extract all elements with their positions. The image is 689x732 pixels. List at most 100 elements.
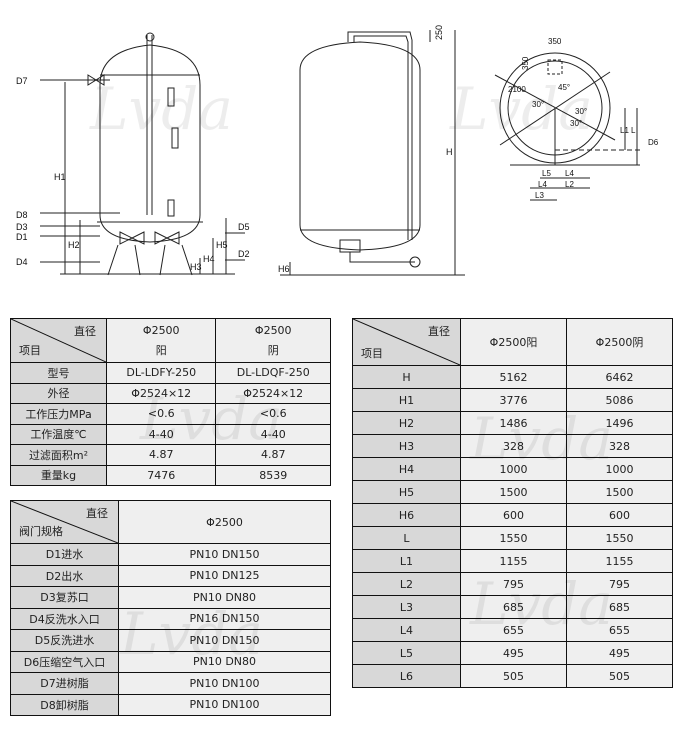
cell-value: PN10 DN150: [118, 629, 331, 652]
cell-value: PN10 DN150: [118, 543, 331, 566]
cell-value: PN10 DN80: [118, 586, 331, 609]
cell-value: 795: [566, 572, 673, 596]
row-label: D7进树脂: [10, 672, 119, 695]
row-label: D4反洗水入口: [10, 607, 119, 630]
cell-value: PN10 DN100: [118, 693, 331, 716]
cell-value: Φ2524×12: [105, 382, 217, 404]
cell-value: 1000: [566, 457, 673, 481]
row-label: 型号: [10, 362, 107, 384]
label-l: L: [631, 126, 636, 135]
cell-value: 655: [566, 618, 673, 642]
row-label: D8卸树脂: [10, 693, 119, 716]
row-label: H1: [352, 388, 461, 412]
cell-value: <0.6: [105, 403, 217, 425]
row-label: H4: [352, 457, 461, 481]
label-350-top: 350: [548, 37, 562, 46]
label-h: H: [446, 147, 453, 157]
cell-value: 1155: [566, 549, 673, 573]
valves-corner-header: 直径 阀门规格: [10, 500, 119, 544]
row-label: D6压缩空气入口: [10, 650, 119, 673]
cell-value: 685: [460, 595, 567, 619]
label-d8: D8: [16, 210, 28, 220]
corner-top-label: 直径: [74, 325, 96, 338]
row-label: D1进水: [10, 543, 119, 566]
cell-value: 505: [460, 664, 567, 688]
label-h1: H1: [54, 172, 66, 182]
label-l2: L2: [565, 180, 574, 189]
row-label: 重量kg: [10, 464, 107, 486]
cell-value: 495: [566, 641, 673, 665]
cell-value: 1496: [566, 411, 673, 435]
cell-value: Φ2524×12: [215, 382, 331, 404]
row-label: H3: [352, 434, 461, 458]
cell-value: 495: [460, 641, 567, 665]
top-view-drawing: 350 350 2100 45° 30° 30° 30° L1 L D6 L5 …: [494, 37, 659, 201]
corner-bottom-label: 项目: [361, 347, 383, 360]
label-h3: H3: [190, 262, 202, 272]
row-label: H5: [352, 480, 461, 504]
cell-value: 5086: [566, 388, 673, 412]
row-label: L1: [352, 549, 461, 573]
row-label: D2出水: [10, 564, 119, 587]
cell-value: 655: [460, 618, 567, 642]
cell-value: 1550: [566, 526, 673, 550]
cell-value: 1550: [460, 526, 567, 550]
column-header: Φ2500阳: [460, 318, 567, 366]
dims-corner-header: 直径 项目: [352, 318, 461, 366]
row-label: H: [352, 365, 461, 389]
cell-value: 8539: [215, 464, 331, 486]
label-l4-a: L4: [565, 169, 574, 178]
label-l5: L5: [542, 169, 551, 178]
cell-value: PN10 DN100: [118, 672, 331, 695]
label-l4-b: L4: [538, 180, 547, 189]
front-view-drawing: D7 D8 D3 D1 D4 D5 D2 H1 H2 H3 H4 H5: [16, 32, 250, 276]
cell-value: PN10 DN80: [118, 650, 331, 673]
row-label: H6: [352, 503, 461, 527]
row-label: 工作压力MPa: [10, 403, 107, 425]
label-h4: H4: [203, 254, 215, 264]
cell-value: 1500: [460, 480, 567, 504]
corner-top-label: 直径: [428, 325, 450, 338]
label-350-side: 350: [521, 56, 530, 70]
row-label: L3: [352, 595, 461, 619]
cell-value: 7476: [105, 464, 217, 486]
label-30deg-b: 30°: [575, 107, 587, 116]
cell-value: <0.6: [215, 403, 331, 425]
cell-value: 505: [566, 664, 673, 688]
row-label: D5反洗进水: [10, 629, 119, 652]
label-d3: D3: [16, 222, 28, 232]
row-label: L4: [352, 618, 461, 642]
cell-value: 1486: [460, 411, 567, 435]
column-header: Φ2500: [118, 500, 331, 544]
corner-top-label: 直径: [86, 507, 108, 520]
label-250: 250: [434, 25, 444, 40]
row-label: L6: [352, 664, 461, 688]
corner-bottom-label: 项目: [19, 344, 41, 357]
row-label: 外径: [10, 382, 107, 404]
cell-value: 3776: [460, 388, 567, 412]
specs-corner-header: 直径 项目: [10, 318, 107, 363]
label-45deg: 45°: [558, 83, 570, 92]
row-label: L2: [352, 572, 461, 596]
cell-value: 685: [566, 595, 673, 619]
